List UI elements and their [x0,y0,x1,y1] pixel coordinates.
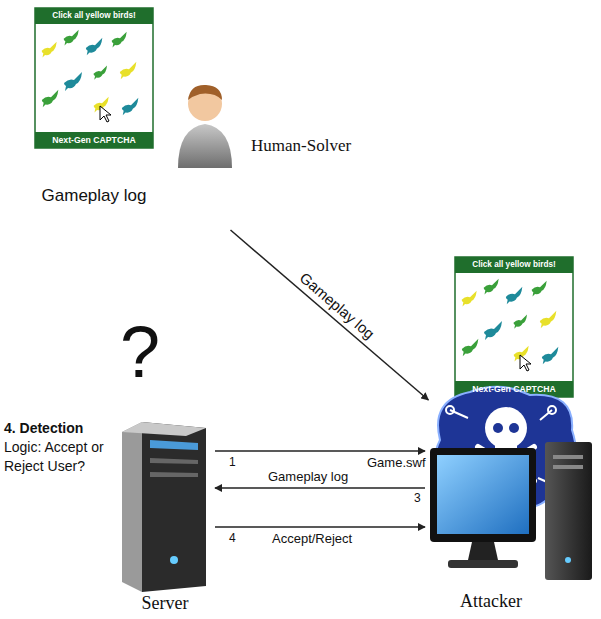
edge-label: Accept/Reject [270,531,354,546]
attacker: Attacker [425,400,595,614]
node-text: Click all yellow birds! [455,257,573,273]
person-icon [178,85,232,168]
server: Server [115,418,215,616]
node-text: Next-Gen CAPTCHA [35,132,153,148]
edge-label: Gameplay log [266,469,350,484]
question-mark: ? [120,312,160,392]
node-text: Attacker [460,591,522,612]
callout-number: 1 [229,455,236,469]
attacker-computer [430,442,592,580]
captcha-box: Click all yellow birds! Next-Gen CAPTCHA [455,257,573,397]
server-computer [122,422,206,592]
node-text: Gameplay log [42,186,147,206]
callout-text: Logic: Accept or Reject User? [4,438,118,476]
edge-label: Game.swf [365,455,428,470]
callout-number: 3 [414,491,421,505]
callout-number: 4 [229,531,236,545]
node-text: Human-Solver [251,136,351,156]
edge-label: Gameplay log [295,268,379,344]
captcha-box: Click all yellow birds!Next-Gen CAPTCHAG… [35,8,153,148]
arrow-connector [231,230,429,400]
callout-text: 4. Detection [4,420,83,436]
arrow-connector [215,526,425,528]
arrow-connector [215,450,425,452]
node-text: Server [142,593,189,614]
node-text: Click all yellow birds! [35,8,153,24]
node-text: Next-Gen CAPTCHA [455,381,573,397]
human-solver: Human-Solver [175,80,360,230]
arrow-connector [215,487,425,489]
captcha-image [35,8,153,148]
